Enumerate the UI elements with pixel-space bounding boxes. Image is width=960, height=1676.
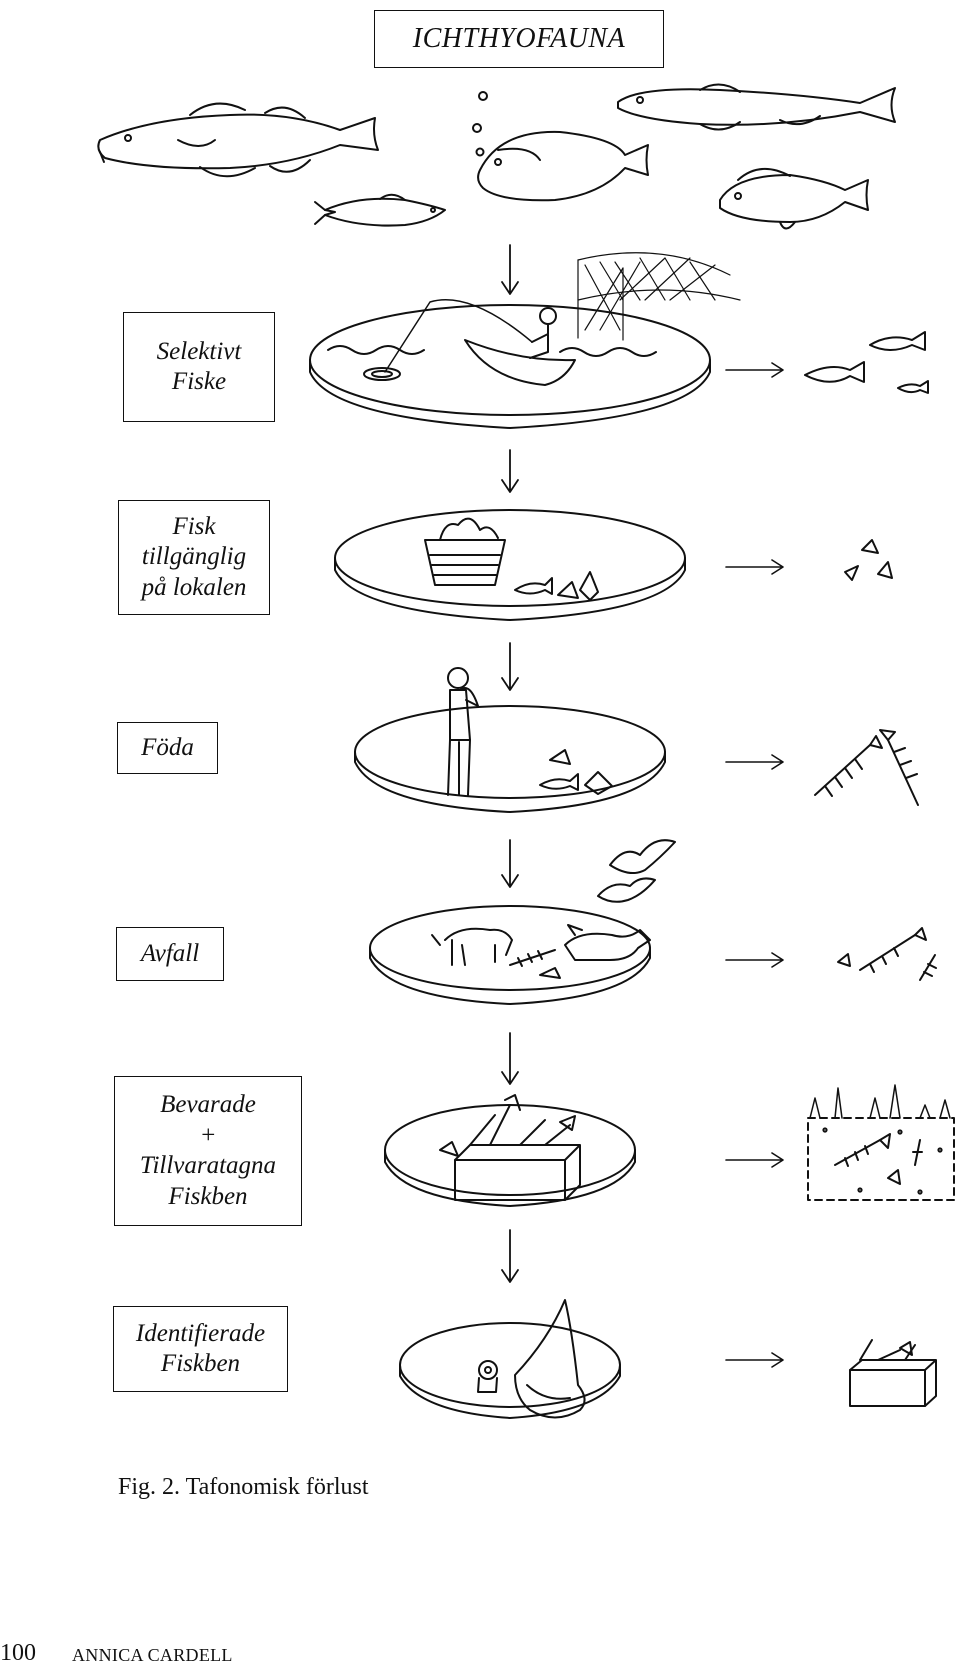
flow-arrows xyxy=(501,244,519,1283)
fish-bone-icon xyxy=(477,1299,586,1419)
stage-label-food: Föda xyxy=(117,722,218,774)
stage-label-selective-fishing: Selektivt Fiske xyxy=(123,312,275,422)
stage-label-line: Fisk xyxy=(172,512,216,540)
stage-label-identified: Identifierade Fiskben xyxy=(113,1306,288,1392)
page-number: 100 xyxy=(0,1640,36,1666)
site-disk-icon xyxy=(354,705,666,813)
stage-label-preserved-recovered: Bevarade + Tillvaratagna Fiskben xyxy=(114,1076,302,1226)
stage-label-line: + xyxy=(199,1121,217,1149)
fish-basket-icon xyxy=(424,517,506,586)
cod-fish-icon xyxy=(97,102,379,178)
site-disk-icon xyxy=(399,1322,621,1419)
dog-icon xyxy=(431,927,513,966)
soil-section-icon xyxy=(807,1084,955,1201)
lake-disk-icon xyxy=(309,304,711,429)
perch-icon xyxy=(719,168,869,230)
stage-label-line: Fiskben xyxy=(160,1350,241,1377)
stage-label-line: Fiske xyxy=(171,368,227,395)
figure-caption: Fig. 2. Tafonomisk förlust xyxy=(118,1474,369,1500)
person-eating-icon xyxy=(447,667,479,796)
stage-label-line: på lokalen xyxy=(141,573,247,601)
running-author: ANNICA CARDELL xyxy=(72,1645,233,1665)
diagram-title: ICHTHYOFAUNA xyxy=(374,10,664,68)
fishing-net-icon xyxy=(577,252,741,341)
fish-skeleton-icon xyxy=(814,729,919,806)
stage-label-line: Identifierade xyxy=(135,1319,266,1347)
fish-skeleton-icon xyxy=(509,949,561,979)
stage-label-waste: Avfall xyxy=(116,927,224,981)
bone-fragment-icon xyxy=(844,539,893,581)
small-fish-icon xyxy=(314,193,446,227)
boat-fisherman-icon xyxy=(384,299,576,386)
stage-label-line: Bevarade xyxy=(160,1091,256,1118)
stage-label-line: Selektivt xyxy=(156,337,242,365)
fish-fragment-icon xyxy=(539,749,613,795)
fish-skeleton-icon xyxy=(837,927,937,981)
cat-icon xyxy=(564,924,651,961)
pike-icon xyxy=(617,83,896,131)
storage-box-icon xyxy=(439,1094,581,1201)
title-text: ICHTHYOFAUNA xyxy=(412,22,626,54)
bubble-icon xyxy=(472,91,488,157)
site-disk-icon xyxy=(334,509,686,621)
flatfish-icon xyxy=(477,130,649,202)
stage-label-line: Tillvaratagna xyxy=(139,1152,277,1179)
site-disk-icon xyxy=(384,1104,636,1207)
stage-label-line: Föda xyxy=(141,733,194,761)
stage-label-line: tillgänglig xyxy=(141,543,247,571)
stage-label-line: Fiskben xyxy=(168,1182,248,1210)
site-disk-icon xyxy=(369,905,651,1005)
stage-label-fish-available: Fisk tillgänglig på lokalen xyxy=(118,500,270,615)
bird-icon xyxy=(597,839,676,903)
fish-fragment-icon xyxy=(514,571,599,601)
stage-label-line: Avfall xyxy=(140,939,200,967)
escaping-fish-icon xyxy=(804,331,929,394)
loss-arrows xyxy=(725,362,784,1368)
storage-box-icon xyxy=(849,1339,937,1407)
